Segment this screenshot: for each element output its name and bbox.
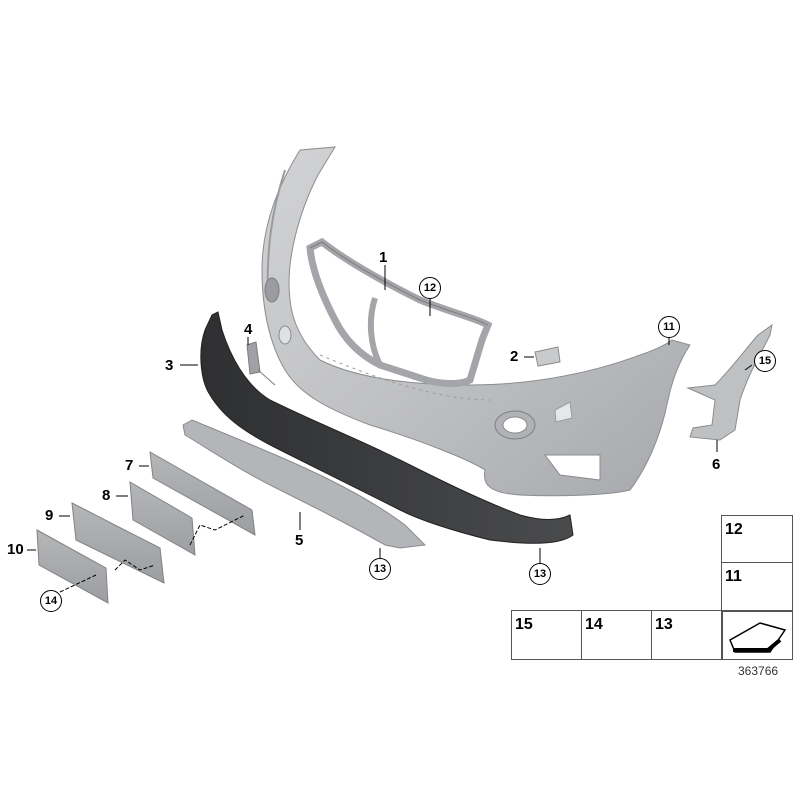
legend-number-15: 15 [515,616,533,633]
license-bracket-part-8 [129,481,196,556]
callout-11-side: 11 [658,316,680,338]
grille-carrier [306,237,493,387]
legend-cell-arrow [721,610,793,660]
front-spoiler-part-3 [200,311,574,544]
part-label-9: 9 [45,507,54,524]
legend-cell-15: 15 [511,610,583,660]
part-label-7: 7 [125,457,134,474]
bumper-cover-part-1 [261,146,691,497]
legend-number-14: 14 [585,616,603,633]
callout-13-spoiler: 13 [529,563,551,585]
part-label-6: 6 [712,456,721,473]
legend-number-13: 13 [655,616,673,633]
legend-number-12: 12 [725,521,743,538]
callout-15-bracket: 15 [754,350,776,372]
part-label-8: 8 [102,487,111,504]
trim-strip-part-5 [182,419,427,549]
license-bracket-part-9 [71,502,165,584]
legend-cell-13: 13 [651,610,723,660]
license-bracket-part-7 [149,451,256,536]
bracket-part-6 [686,323,773,441]
callout-14-plate: 14 [40,590,62,612]
assembly-lines [59,514,246,593]
cover-part-4 [246,341,276,386]
callout-12-grille: 12 [419,277,441,299]
part-label-2: 2 [510,348,519,365]
legend-cell-14: 14 [581,610,653,660]
legend-number-11: 11 [725,568,742,585]
license-bracket-part-10 [36,529,109,604]
legend-cell-11: 11 [721,562,793,612]
tow-eye-cover-part-2 [534,346,561,367]
part-label-5: 5 [295,532,304,549]
callout-13-trim: 13 [369,558,391,580]
part-label-4: 4 [244,321,253,338]
part-label-1: 1 [379,249,388,266]
document-number: 363766 [738,664,779,678]
part-label-3: 3 [165,357,174,374]
legend-cell-12: 12 [721,515,793,565]
part-label-10: 10 [7,541,24,558]
